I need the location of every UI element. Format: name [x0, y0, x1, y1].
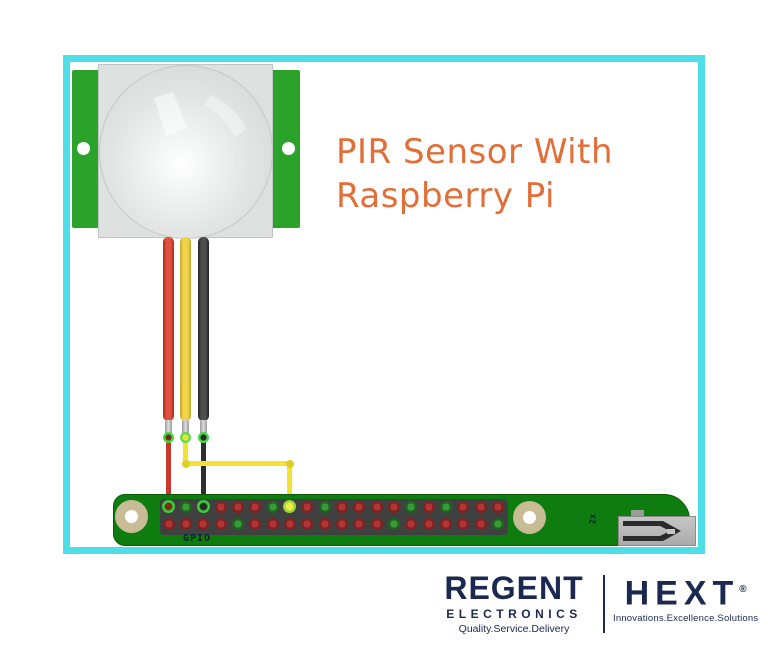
gpio-pin-bottom-6: [249, 517, 262, 530]
title-line-2: Raspberry Pi: [336, 176, 555, 216]
gpio-pin-bottom-4: [214, 517, 227, 530]
gpio-pin-top-16: [422, 500, 435, 513]
gpio-pin-top-18: [457, 500, 470, 513]
gpio-pin-top-8: [283, 500, 297, 513]
hext-logo-tagline: Innovations.Excellence.Solutions: [613, 613, 759, 625]
gpio-pin-top-5: [231, 500, 244, 513]
gpio-pin-top-20: [492, 500, 505, 513]
footer-logos: REGENT ELECTRONICS Quality.Service.Deliv…: [433, 570, 758, 636]
gpio-pin-top-14: [388, 500, 401, 513]
pir-dome-lens: [99, 65, 273, 239]
gpio-pin-bottom-20: [492, 517, 505, 530]
gpio-pin-top-19: [474, 500, 487, 513]
jumper-yellow-seg3: [287, 461, 292, 508]
pir-mount-hole-right: [282, 142, 295, 155]
gpio-pin-bottom-9: [301, 517, 314, 530]
hext-registered-mark: ®: [739, 584, 747, 595]
regent-logo-tagline: Quality.Service.Delivery: [458, 623, 570, 635]
gpio-pin-top-13: [370, 500, 383, 513]
dome-highlight-left: [154, 92, 187, 136]
gpio-pin-bottom-8: [283, 517, 296, 530]
board-mount-hole-right: [513, 501, 546, 534]
wire-yellow-thick: [180, 237, 191, 421]
gpio-pin-top-6: [249, 500, 262, 513]
gpio-pin-top-10: [318, 500, 331, 513]
pir-mount-hole-left: [77, 142, 90, 155]
regent-logo-name: REGENT: [444, 570, 584, 606]
usb-connector-glyph: [623, 521, 681, 541]
yellow-bend-left: [181, 459, 190, 468]
gpio-pin-top-15: [405, 500, 418, 513]
wire-black-thick: [197, 237, 209, 421]
gpio-pin-bottom-5: [231, 517, 244, 530]
gpio-pin-top-7: [266, 500, 279, 513]
gpio-pin-bottom-10: [318, 517, 331, 530]
connector-dot-black: [197, 432, 209, 443]
gpio-pin-top-4: [214, 500, 227, 513]
hext-logo-name: HEXT®: [613, 572, 758, 611]
wire-black-ferrule: [199, 420, 207, 436]
gpio-pin-bottom-18: [457, 517, 470, 530]
gpio-pin-header: [160, 499, 508, 535]
regent-logo-sub: ELECTRONICS: [446, 607, 582, 621]
jumper-yellow-seg2: [183, 461, 292, 466]
gpio-pin-bottom-12: [353, 517, 366, 530]
gpio-pin-top-2: [179, 500, 192, 513]
yellow-bend-right: [285, 459, 294, 468]
wire-yellow-ferrule: [182, 420, 189, 436]
jumper-yellow-seg1: [183, 438, 188, 466]
dome-highlight-right: [204, 95, 247, 137]
gpio-pin-top-11: [336, 500, 348, 513]
gpio-pin-top-3: [196, 500, 210, 513]
diagram-frame: [63, 55, 705, 554]
title-line-1: PIR Sensor With: [336, 132, 614, 172]
regent-logo: REGENT ELECTRONICS Quality.Service.Deliv…: [433, 570, 595, 636]
gpio-pin-bottom-2: [179, 517, 192, 530]
gpio-pin-bottom-7: [266, 517, 279, 530]
connector-2x-label: 2x: [588, 513, 599, 525]
gpio-pin-bottom-1: [162, 517, 175, 530]
gpio-pin-bottom-11: [336, 517, 348, 530]
gpio-pin-bottom-13: [370, 517, 383, 530]
gpio-label: GPIO: [183, 533, 212, 544]
logo-divider: [603, 575, 605, 633]
board-mount-hole-left: [115, 500, 148, 533]
gpio-pin-bottom-3: [197, 517, 210, 530]
usb-connector: [618, 516, 696, 546]
gpio-pin-top-9: [301, 500, 314, 513]
gpio-pin-bottom-17: [440, 517, 453, 530]
gpio-pin-top-1: [162, 500, 175, 513]
wire-red-ferrule: [164, 420, 172, 436]
usb-connector-tab: [631, 510, 644, 517]
hext-logo-text: HEXT: [624, 574, 740, 613]
wire-red-thick: [162, 237, 174, 421]
gpio-pin-bottom-15: [405, 517, 418, 530]
gpio-pin-bottom-14: [388, 517, 401, 530]
gpio-pin-top-12: [353, 500, 366, 513]
connector-dot-red: [162, 432, 174, 443]
hext-logo: HEXT® Innovations.Excellence.Solutions: [613, 572, 758, 624]
gpio-pin-bottom-19: [474, 517, 487, 530]
connector-dot-yellow: [180, 432, 191, 443]
jumper-red: [165, 438, 171, 508]
page-title: PIR Sensor With Raspberry Pi: [336, 130, 613, 218]
gpio-pin-bottom-16: [422, 517, 435, 530]
jumper-black: [200, 438, 206, 508]
gpio-pin-top-17: [440, 500, 453, 513]
